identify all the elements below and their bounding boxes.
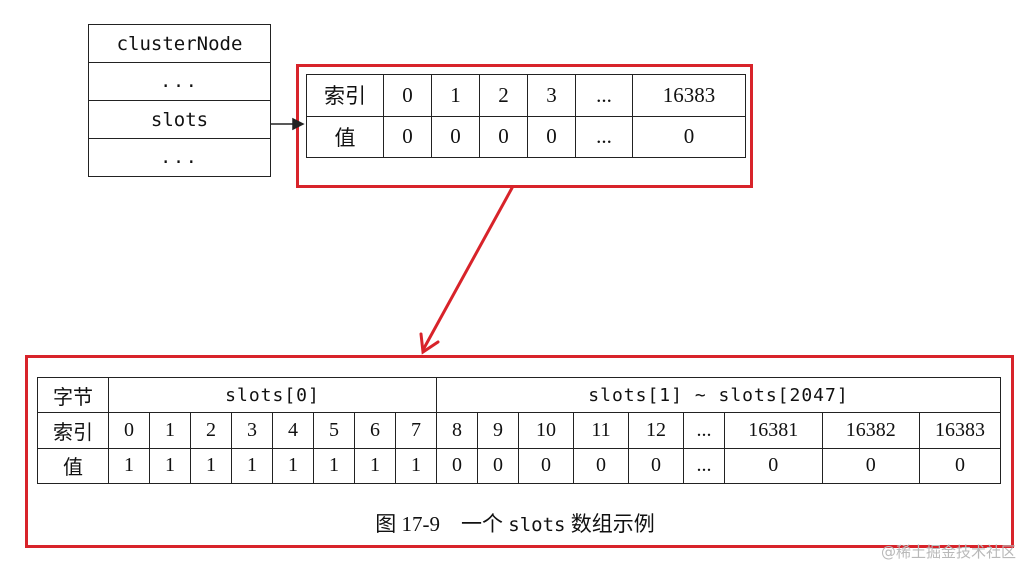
zoom-arrow (419, 186, 514, 355)
value-cell: 0 (477, 447, 519, 485)
value-label: 值 (306, 115, 384, 158)
figure-caption: 图 17-9 一个 slots 数组示例 (0, 508, 1030, 538)
value-label: 值 (37, 447, 109, 485)
cluster-node-field-slots: slots (89, 101, 270, 139)
cluster-node-title: clusterNode (89, 25, 270, 63)
cluster-node-struct: clusterNode ... slots ... (88, 24, 271, 177)
value-row: 值 1 1 1 1 1 1 1 1 0 0 0 0 0 ... 0 0 0 (37, 447, 1001, 485)
value-cell: 0 (632, 115, 746, 158)
index-cell: 1 (149, 412, 191, 449)
value-cell: 0 (573, 447, 629, 485)
slots-summary-table: 索引 0 1 2 3 ... 16383 值 0 0 0 0 ... 0 (306, 74, 746, 158)
slots-0-header: slots[0] (108, 376, 437, 414)
index-row: 索引 0 1 2 3 4 5 6 7 8 9 10 11 12 ... 1638… (37, 412, 1001, 449)
slots-bit-table: 字节 slots[0] slots[1] ~ slots[2047] 索引 0 … (37, 376, 1001, 485)
figure-number: 图 17-9 (375, 512, 441, 536)
value-cell: ... (575, 115, 633, 158)
value-row: 值 0 0 0 0 ... 0 (306, 115, 746, 158)
index-cell: 16381 (724, 412, 823, 449)
index-cell: 9 (477, 412, 519, 449)
value-cell: ... (683, 447, 725, 485)
caption-prefix: 一个 (461, 512, 504, 536)
index-cell: ... (683, 412, 725, 449)
index-cell: ... (575, 74, 633, 117)
index-label: 索引 (37, 412, 109, 449)
watermark: @稀土掘金技术社区 (880, 543, 1016, 561)
cluster-node-field-ellipsis: ... (89, 139, 270, 177)
value-cell: 0 (919, 447, 1001, 485)
index-label: 索引 (306, 74, 384, 117)
index-cell: 6 (354, 412, 396, 449)
index-cell: 3 (527, 74, 576, 117)
value-cell: 0 (518, 447, 574, 485)
value-cell: 1 (354, 447, 396, 485)
caption-suffix: 数组示例 (570, 512, 655, 536)
value-cell: 0 (821, 447, 920, 485)
caption-code: slots (508, 514, 566, 536)
value-cell: 0 (724, 447, 823, 485)
index-cell: 16382 (821, 412, 920, 449)
index-cell: 16383 (919, 412, 1001, 449)
index-cell: 0 (383, 74, 432, 117)
value-cell: 1 (313, 447, 355, 485)
slots-rest-header: slots[1] ~ slots[2047] (436, 376, 1001, 414)
cluster-node-field-ellipsis: ... (89, 63, 270, 101)
index-cell: 2 (190, 412, 232, 449)
value-cell: 1 (149, 447, 191, 485)
value-cell: 0 (527, 115, 576, 158)
value-cell: 1 (395, 447, 437, 485)
index-cell: 11 (573, 412, 629, 449)
index-cell: 12 (628, 412, 684, 449)
value-cell: 0 (436, 447, 478, 485)
value-cell: 0 (383, 115, 432, 158)
value-cell: 1 (108, 447, 150, 485)
byte-row: 字节 slots[0] slots[1] ~ slots[2047] (37, 376, 1001, 414)
highlight-box-bottom (25, 355, 1014, 548)
index-cell: 10 (518, 412, 574, 449)
index-cell: 16383 (632, 74, 746, 117)
value-cell: 1 (190, 447, 232, 485)
index-row: 索引 0 1 2 3 ... 16383 (306, 74, 746, 117)
pointer-arrow (270, 117, 305, 131)
value-cell: 0 (628, 447, 684, 485)
